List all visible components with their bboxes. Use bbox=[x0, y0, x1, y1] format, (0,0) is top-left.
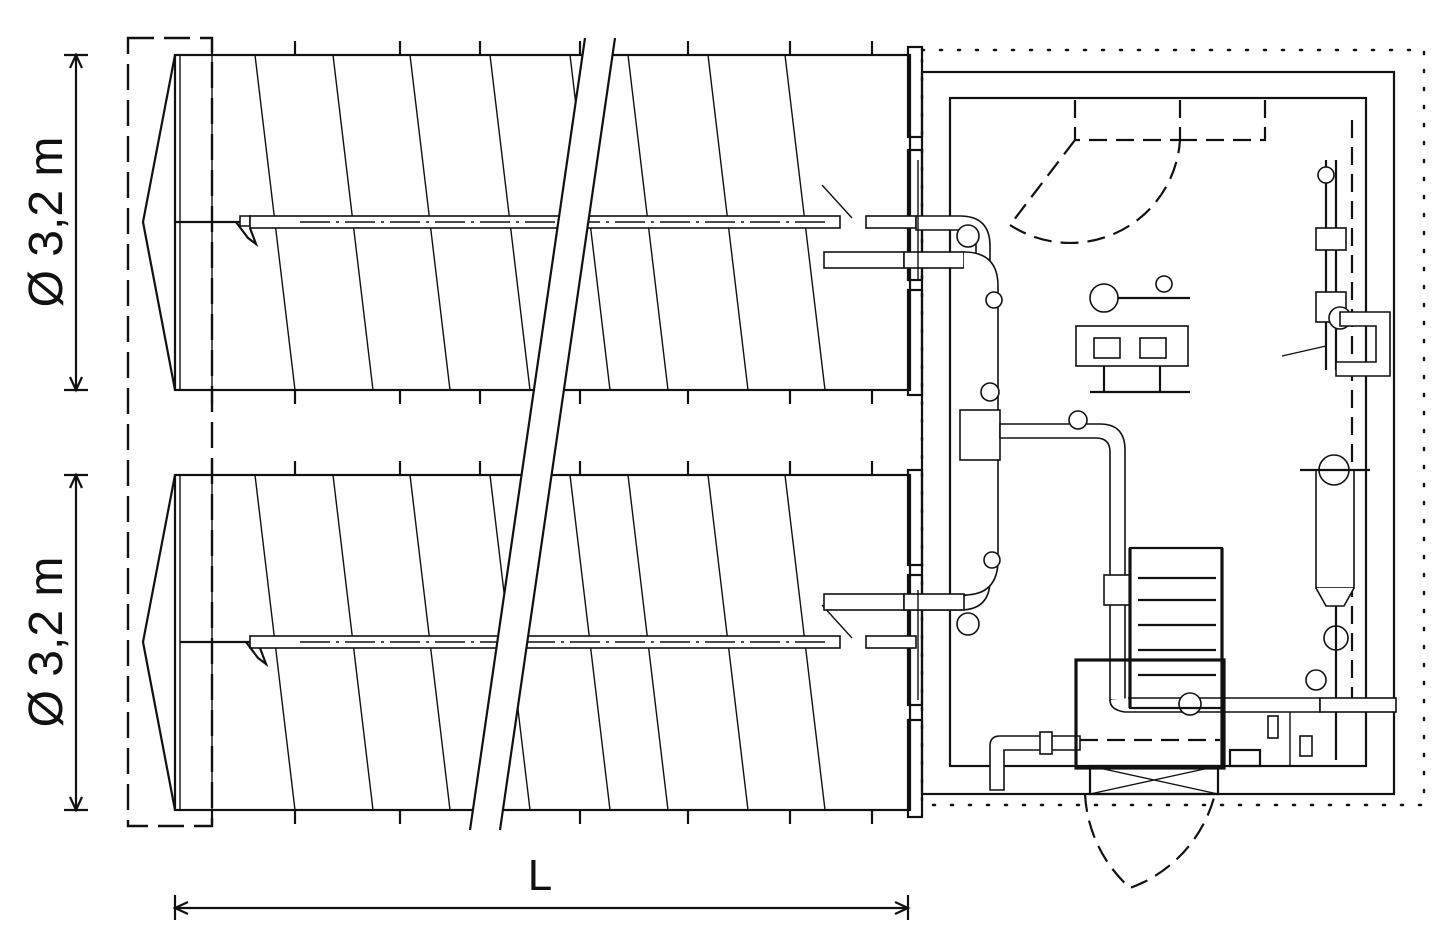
manifold-piping bbox=[823, 160, 1397, 791]
extension-outline bbox=[126, 36, 214, 828]
length-label: L bbox=[528, 851, 552, 900]
technical-room bbox=[920, 48, 1426, 890]
top-tank-diameter-label: Ø 3,2 m bbox=[20, 137, 73, 308]
top-tank bbox=[141, 41, 924, 404]
dimension-top-tank: Ø 3,2 m bbox=[20, 52, 88, 393]
bottom-tank-diameter-label: Ø 3,2 m bbox=[20, 557, 73, 728]
dimension-bottom-tank: Ø 3,2 m bbox=[20, 472, 88, 813]
break-band bbox=[468, 37, 617, 831]
dimension-length: L bbox=[172, 851, 911, 920]
